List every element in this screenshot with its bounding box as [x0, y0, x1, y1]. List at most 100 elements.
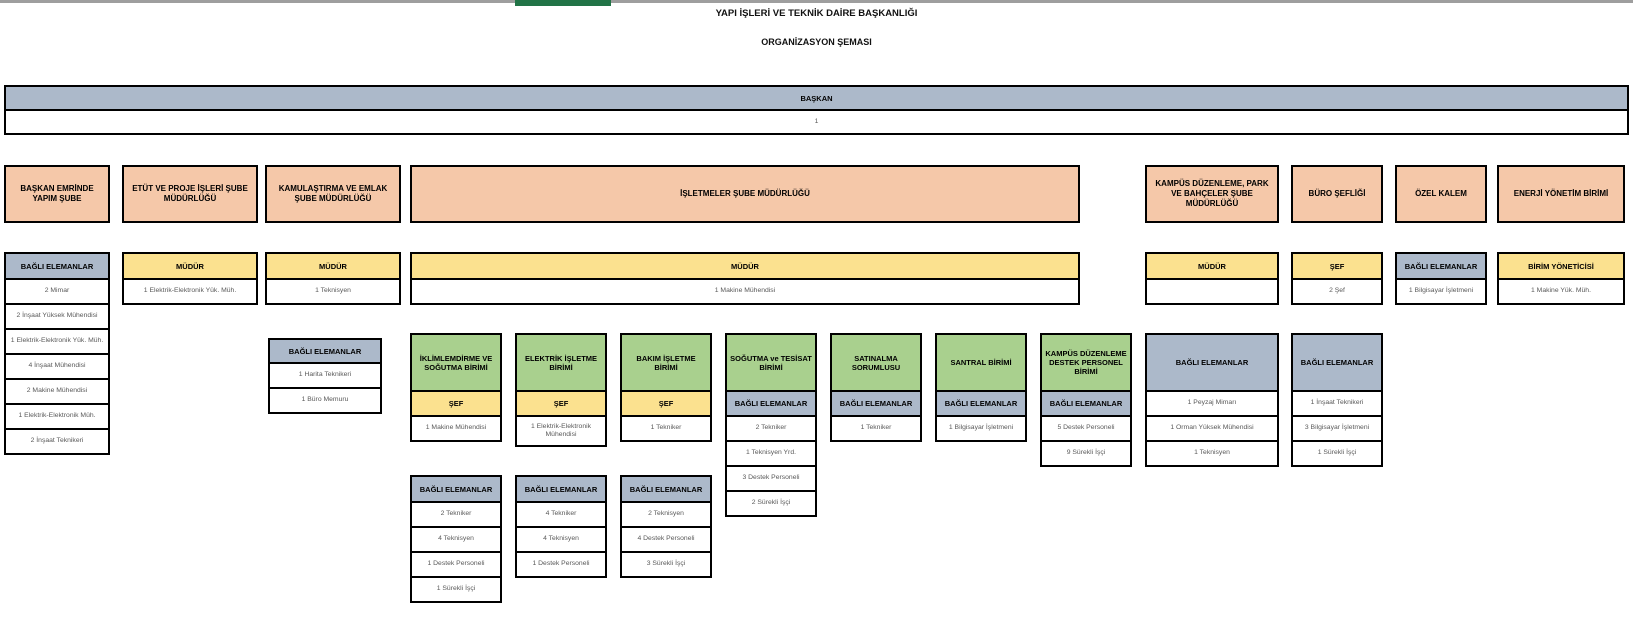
dept-header-baskan-emrinde-yapim-sube: BAŞKAN EMRİNDE YAPIM ŞUBE	[4, 165, 110, 223]
unit-header: SANTRAL BİRİMİ	[935, 333, 1027, 392]
staff-row: 3 Destek Personeli	[725, 465, 817, 492]
role-header: BİRİM YÖNETİCİSİ	[1497, 252, 1625, 280]
dept-header-ozel-kalem: ÖZEL KALEM	[1395, 165, 1487, 223]
staff-row: 1 Harita Teknikeri	[268, 362, 382, 389]
col3-bagli-elemanlar-block: BAĞLI ELEMANLAR 1 Harita Teknikeri 1 Bür…	[268, 338, 382, 414]
unit-header: İKLİMLEMDİRME VE SOĞUTMA BİRİMİ	[410, 333, 502, 392]
role-header: ŞEF	[515, 390, 607, 417]
staff-row: 1 Elektrik-Elektronik Yük. Müh.	[122, 278, 258, 305]
unit-header: KAMPÜS DÜZENLEME DESTEK PERSONEL BİRİMİ	[1040, 333, 1132, 392]
staff-row: 2 Şef	[1291, 278, 1383, 305]
dept-header-kamulastirma-ve-emlak: KAMULAŞTIRMA VE EMLAK ŞUBE MÜDÜRLÜĞÜ	[265, 165, 401, 223]
staff-row: 1 Peyzaj Mimarı	[1145, 390, 1279, 417]
staff-row: 2 Sürekli İşçi	[725, 490, 817, 517]
staff-row: 2 Tekniker	[725, 415, 817, 442]
staff-row: 4 İnşaat Mühendisi	[4, 353, 110, 380]
staff-row: 1 Elektrik-Elektronik Mühendisi	[515, 415, 607, 447]
staff-row: 2 Tekniker	[410, 501, 502, 528]
unit-elektrik-staff: BAĞLI ELEMANLAR 4 Tekniker 4 Teknisyen 1…	[515, 475, 607, 578]
col8-birim-yoneticisi-block: BİRİM YÖNETİCİSİ 1 Makine Yük. Müh.	[1497, 252, 1625, 305]
staff-row: 5 Destek Personeli	[1040, 415, 1132, 442]
staff-row: 2 Mimar	[4, 278, 110, 305]
staff-row: 2 İnşaat Teknikeri	[4, 428, 110, 455]
col6-sef-block: ŞEF 2 Şef	[1291, 252, 1383, 305]
staff-row: 3 Bilgisayar İşletmeni	[1291, 415, 1383, 442]
chart-subtitle: ORGANİZASYON ŞEMASI	[761, 37, 872, 47]
col5-mudur-block: MÜDÜR	[1145, 252, 1279, 305]
unit-satinalma-block: SATINALMA SORUMLUSU BAĞLI ELEMANLAR 1 Te…	[830, 333, 922, 442]
staff-row: 1 Elektrik-Elektronik Müh.	[4, 403, 110, 430]
baskan-header: BAŞKAN	[4, 85, 1629, 111]
staff-row: 2 Makine Mühendisi	[4, 378, 110, 405]
staff-section-header: BAĞLI ELEMANLAR	[1395, 252, 1487, 280]
staff-row: 1 Sürekli İşçi	[1291, 440, 1383, 467]
dept-header-etut-ve-proje: ETÜT VE PROJE İŞLERİ ŞUBE MÜDÜRLÜĞÜ	[122, 165, 258, 223]
staff-row: 1 Tekniker	[830, 415, 922, 442]
role-header: MÜDÜR	[265, 252, 401, 280]
isletmeler-mudur-block: MÜDÜR 1 Makine Mühendisi	[410, 252, 1080, 305]
staff-row: 1 Tekniker	[620, 415, 712, 442]
staff-row: 1 Bilgisayar İşletmeni	[935, 415, 1027, 442]
role-header: MÜDÜR	[410, 252, 1080, 280]
staff-row: 1 İnşaat Teknikeri	[1291, 390, 1383, 417]
staff-row: 1 Teknisyen Yrd.	[725, 440, 817, 467]
staff-row: 4 Teknisyen	[515, 526, 607, 553]
staff-section-header: BAĞLI ELEMANLAR	[1291, 333, 1383, 392]
staff-row: 1 Destek Personeli	[410, 551, 502, 578]
staff-row: 4 Destek Personeli	[620, 526, 712, 553]
unit-iklimlendirme-staff: BAĞLI ELEMANLAR 2 Tekniker 4 Teknisyen 1…	[410, 475, 502, 603]
staff-row: 2 İnşaat Yüksek Mühendisi	[4, 303, 110, 330]
staff-section-header: BAĞLI ELEMANLAR	[515, 475, 607, 503]
dept-header-isletmeler: İŞLETMELER ŞUBE MÜDÜRLÜĞÜ	[410, 165, 1080, 223]
staff-row: 1 Orman Yüksek Mühendisi	[1145, 415, 1279, 442]
staff-section-header: BAĞLI ELEMANLAR	[620, 475, 712, 503]
unit-kampus-destek-block: KAMPÜS DÜZENLEME DESTEK PERSONEL BİRİMİ …	[1040, 333, 1132, 467]
unit-header: ELEKTRİK İŞLETME BİRİMİ	[515, 333, 607, 392]
staff-row: 1 Teknisyen	[1145, 440, 1279, 467]
baskan-count: 1	[4, 109, 1629, 135]
excel-titlebar-fragment	[515, 0, 611, 6]
unit-header: SATINALMA SORUMLUSU	[830, 333, 922, 392]
staff-section-header: BAĞLI ELEMANLAR	[268, 338, 382, 364]
staff-row-empty	[1145, 278, 1279, 305]
staff-row: 1 Destek Personeli	[515, 551, 607, 578]
col5-bagli-elemanlar-block: BAĞLI ELEMANLAR 1 Peyzaj Mimarı 1 Orman …	[1145, 333, 1279, 467]
window-top-border	[0, 0, 1633, 3]
col1-bagli-elemanlar-block: BAĞLI ELEMANLAR 2 Mimar 2 İnşaat Yüksek …	[4, 252, 110, 455]
staff-section-header: BAĞLI ELEMANLAR	[4, 252, 110, 280]
role-header: ŞEF	[410, 390, 502, 417]
staff-row: 1 Sürekli İşçi	[410, 576, 502, 603]
unit-santral-block: SANTRAL BİRİMİ BAĞLI ELEMANLAR 1 Bilgisa…	[935, 333, 1027, 442]
chart-title: YAPI İŞLERİ VE TEKNİK DAİRE BAŞKANLIĞI	[715, 8, 918, 19]
staff-row: 1 Bilgisayar İşletmeni	[1395, 278, 1487, 305]
staff-row: 1 Büro Memuru	[268, 387, 382, 414]
staff-section-header: BAĞLI ELEMANLAR	[410, 475, 502, 503]
dept-header-enerji-yonetim: ENERJİ YÖNETİM BİRİMİ	[1497, 165, 1625, 223]
staff-row: 1 Makine Yük. Müh.	[1497, 278, 1625, 305]
unit-iklimlendirme-block: İKLİMLEMDİRME VE SOĞUTMA BİRİMİ ŞEF 1 Ma…	[410, 333, 502, 442]
staff-section-header: BAĞLI ELEMANLAR	[1040, 390, 1132, 417]
role-header: ŞEF	[1291, 252, 1383, 280]
col3-mudur-block: MÜDÜR 1 Teknisyen	[265, 252, 401, 305]
unit-header: SOĞUTMA ve TESİSAT BİRİMİ	[725, 333, 817, 392]
role-header: MÜDÜR	[1145, 252, 1279, 280]
col6-bagli-elemanlar-block: BAĞLI ELEMANLAR 1 İnşaat Teknikeri 3 Bil…	[1291, 333, 1383, 467]
unit-elektrik-block: ELEKTRİK İŞLETME BİRİMİ ŞEF 1 Elektrik-E…	[515, 333, 607, 447]
staff-section-header: BAĞLI ELEMANLAR	[935, 390, 1027, 417]
dept-header-buro-sefligi: BÜRO ŞEFLİĞİ	[1291, 165, 1383, 223]
staff-row: 4 Teknisyen	[410, 526, 502, 553]
staff-row: 4 Tekniker	[515, 501, 607, 528]
col7-bagli-elemanlar-block: BAĞLI ELEMANLAR 1 Bilgisayar İşletmeni	[1395, 252, 1487, 305]
staff-row: 9 Sürekli İşçi	[1040, 440, 1132, 467]
staff-section-header: BAĞLI ELEMANLAR	[725, 390, 817, 417]
staff-row: 3 Sürekli İşçi	[620, 551, 712, 578]
unit-sogutma-tesisat-block: SOĞUTMA ve TESİSAT BİRİMİ BAĞLI ELEMANLA…	[725, 333, 817, 517]
baskan-block: BAŞKAN 1	[4, 85, 1629, 135]
unit-header: BAKIM İŞLETME BİRİMİ	[620, 333, 712, 392]
role-header: ŞEF	[620, 390, 712, 417]
staff-section-header: BAĞLI ELEMANLAR	[1145, 333, 1279, 392]
staff-row: 1 Makine Mühendisi	[410, 415, 502, 442]
staff-section-header: BAĞLI ELEMANLAR	[830, 390, 922, 417]
staff-row: 2 Teknisyen	[620, 501, 712, 528]
